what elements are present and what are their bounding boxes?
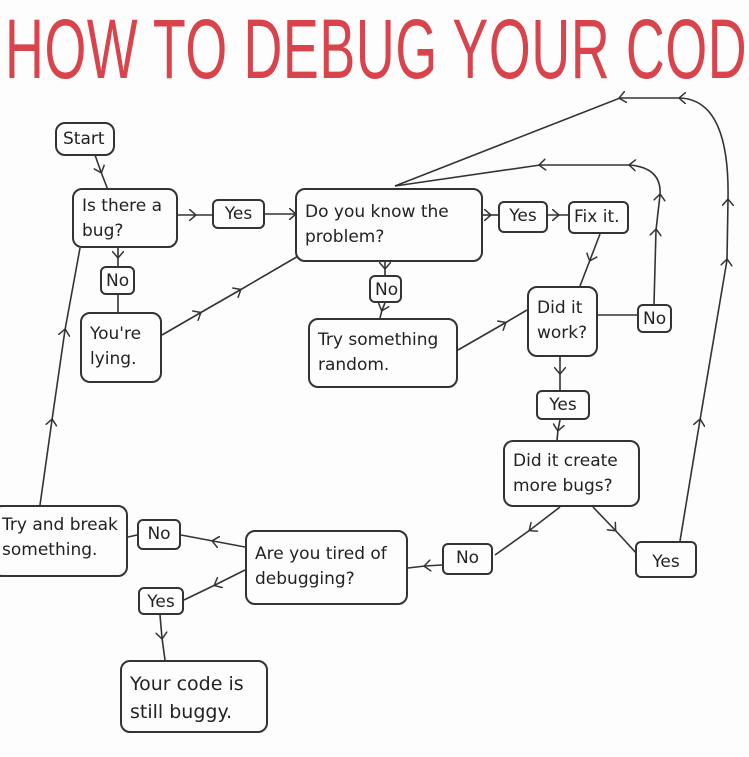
arrow-more-to-no bbox=[494, 506, 561, 556]
node-start: Start bbox=[55, 122, 115, 156]
label-no-know: No bbox=[369, 275, 402, 303]
label-yes-know: Yes bbox=[498, 201, 548, 233]
arrow-yes-to-more bbox=[557, 419, 560, 441]
node-did-it-create-more-bugs: Did it create more bugs? bbox=[503, 440, 640, 507]
arrow-no-to-random bbox=[380, 303, 385, 319]
node-fix-it: Fix it. bbox=[568, 201, 629, 234]
arrow-lying-to-know bbox=[161, 254, 301, 336]
label-yes-tired: Yes bbox=[138, 587, 184, 615]
page-title: HOW TO DEBUG YOUR CODE bbox=[5, 2, 749, 96]
arrow-fix-to-work bbox=[579, 233, 601, 287]
label-no-more-bugs: No bbox=[442, 543, 493, 575]
node-your-code-is-still-buggy: Your code is still buggy. bbox=[120, 660, 268, 733]
arrow-yes-to-buggy bbox=[160, 614, 165, 661]
arrow-break-to-bug bbox=[39, 247, 81, 506]
node-try-something-random: Try something random. bbox=[308, 318, 458, 388]
node-do-you-know-the-problem: Do you know the problem? bbox=[295, 188, 483, 262]
node-are-you-tired-of-debugging: Are you tired of debugging? bbox=[245, 530, 408, 605]
arrow-tired-to-no bbox=[180, 534, 246, 547]
node-youre-lying: You're lying. bbox=[80, 312, 162, 383]
label-no-tired: No bbox=[137, 519, 181, 550]
arrow-yes-loop-back bbox=[394, 98, 728, 542]
arrow-more-to-yes bbox=[592, 506, 639, 556]
node-did-it-work: Did it work? bbox=[527, 286, 598, 357]
node-try-and-break-something: Try and break something. bbox=[0, 505, 128, 577]
arrow-start-to-bug bbox=[95, 154, 109, 191]
arrow-no-to-tired bbox=[407, 565, 443, 568]
label-yes-bug: Yes bbox=[212, 199, 265, 229]
label-yes-more-bugs: Yes bbox=[635, 541, 697, 578]
label-no-work: No bbox=[637, 304, 672, 333]
arrow-no-to-break bbox=[127, 534, 138, 538]
arrow-random-to-work bbox=[457, 309, 528, 351]
label-no-bug: No bbox=[100, 266, 135, 295]
node-is-there-a-bug: Is there a bug? bbox=[72, 188, 178, 248]
arrow-tired-to-yes bbox=[183, 569, 246, 601]
label-yes-work: Yes bbox=[536, 390, 590, 420]
